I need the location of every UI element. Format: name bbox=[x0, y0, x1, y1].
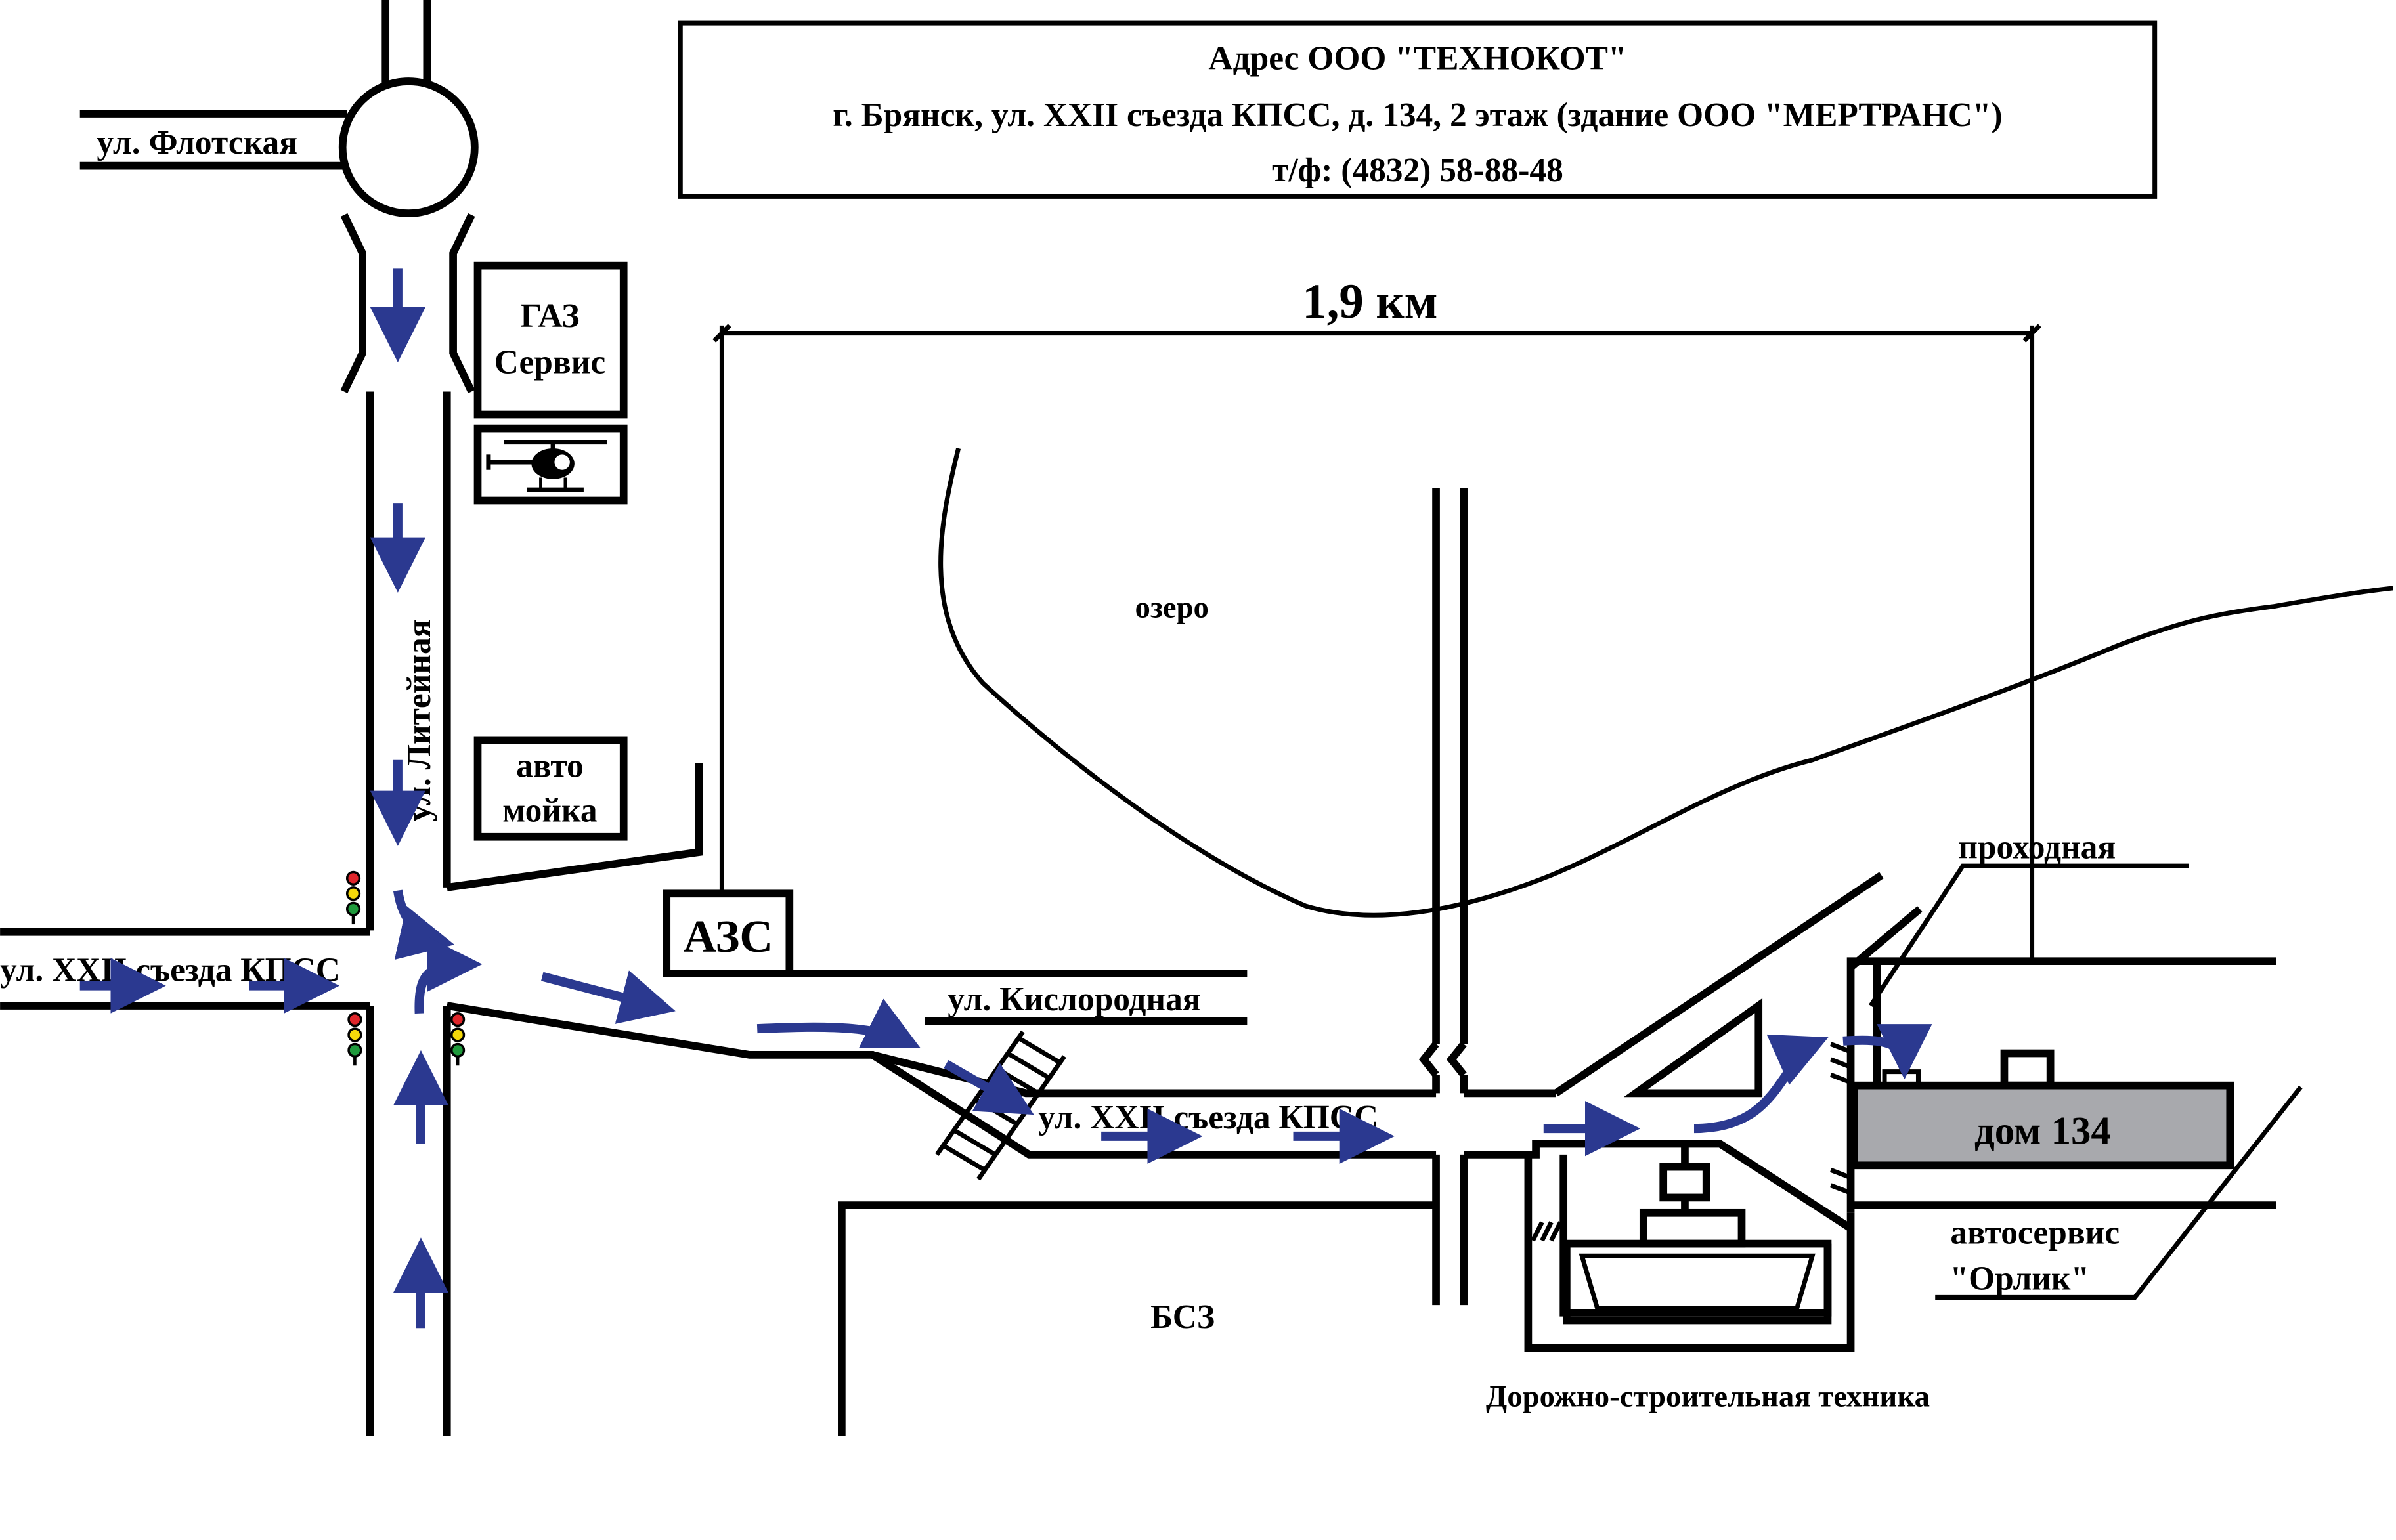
xxii-street-right bbox=[1464, 872, 1923, 1232]
road-machinery-yard: Дорожно-строительная техника bbox=[1486, 1144, 1930, 1414]
address-box: Адрес ООО "ТЕХНОКОТ" г. Брянск, ул. XXII… bbox=[678, 20, 2158, 199]
traffic-light-icon bbox=[345, 870, 361, 925]
gaz-label: ГАЗ bbox=[520, 297, 579, 335]
traffic-light-icon bbox=[347, 1012, 362, 1066]
lake-label: озеро bbox=[1135, 590, 1209, 624]
traffic-light-icon bbox=[450, 1012, 466, 1066]
direction-arrow-icon bbox=[1693, 1034, 1829, 1134]
bsz-label: БСЗ bbox=[1150, 1298, 1215, 1336]
building-134 bbox=[1850, 1081, 2234, 1170]
direction-arrow-icon bbox=[756, 998, 921, 1048]
address-line: г. Брянск, ул. XXII съезда КПСС, д. 134,… bbox=[833, 96, 2002, 134]
gas-station: АЗС bbox=[663, 889, 794, 977]
bsz-plant: БСЗ bbox=[838, 1201, 1437, 1436]
road-edge-azs bbox=[446, 763, 703, 891]
car-wash: авто мойка bbox=[473, 736, 628, 841]
distance-label: 1,9 км bbox=[1302, 274, 1437, 329]
street-liteynaya: ул. Литейная bbox=[401, 619, 438, 821]
xxii-street-left: ул. XXII съезда КПСС ул. Кислородная ул.… bbox=[0, 928, 1437, 1159]
autoservice-name: "Орлик" bbox=[1950, 1260, 2090, 1298]
gaz-service: ГАЗ Сервис bbox=[473, 261, 628, 505]
direction-arrow-icon bbox=[393, 889, 455, 960]
checkpoint-label: проходная bbox=[1958, 828, 2116, 866]
street-kislorodnaya: ул. Кислородная bbox=[948, 981, 1200, 1018]
liteynaya-street: ул. Флотская ул. Литейная bbox=[79, 0, 479, 1436]
phone-line: т/ф: (4832) 58-88-48 bbox=[1272, 152, 1563, 189]
distance-marker: 1,9 км bbox=[712, 274, 2041, 960]
railway-line bbox=[1418, 488, 1468, 1306]
direction-arrow-icon bbox=[1842, 1024, 1932, 1080]
building-label: дом 134 bbox=[1974, 1109, 2111, 1153]
carwash-label: авто bbox=[516, 748, 584, 785]
address-frame bbox=[678, 20, 2158, 199]
lake-shore bbox=[938, 448, 2393, 918]
machinery-label: Дорожно-строительная техника bbox=[1486, 1380, 1930, 1414]
direction-arrow-icon bbox=[540, 970, 676, 1024]
roundabout bbox=[338, 77, 479, 217]
gaz-sublabel: Сервис bbox=[494, 343, 605, 381]
route-arrows bbox=[79, 268, 1932, 1329]
street-xxii-right: ул. XXII съезда КПСС bbox=[1038, 1099, 1378, 1136]
direction-arrow-icon bbox=[944, 1059, 1034, 1115]
azs-label: АЗС bbox=[683, 911, 773, 962]
helipad-sign bbox=[473, 424, 628, 505]
street-flotskaya: ул. Флотская bbox=[97, 124, 297, 161]
direction-arrow-icon bbox=[414, 936, 483, 1014]
autoservice-label: автосервис bbox=[1950, 1214, 2120, 1252]
address-title: Адрес ООО "ТЕХНОКОТ" bbox=[1208, 39, 1626, 77]
building-134-compound: дом 134 проходная автосервис "Орлик" bbox=[1829, 828, 2303, 1300]
helicopter-icon bbox=[486, 440, 607, 492]
carwash-sublabel: мойка bbox=[502, 792, 597, 829]
